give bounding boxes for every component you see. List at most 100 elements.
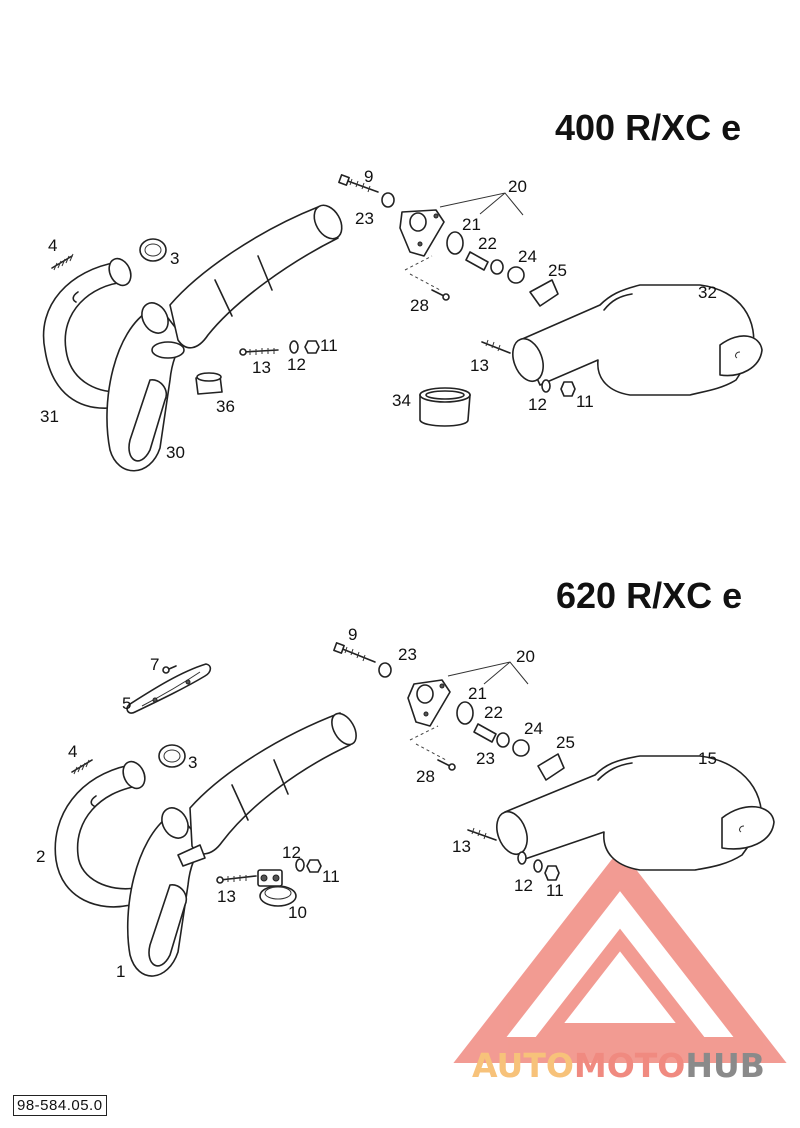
bolt-13-lower-left [216,875,257,884]
label-22-lower: 22 [484,703,503,722]
label-13-lower-left: 13 [217,887,236,906]
label-13-lower-right: 13 [452,837,471,856]
labels-400: 9 20 23 21 22 24 25 4 3 32 28 13 12 11 1… [40,167,717,462]
label-34: 34 [392,391,411,410]
mid-pipe [151,204,343,359]
label-13b: 13 [470,356,489,375]
watermark-text: AUTOMOTOHUB [472,1046,765,1085]
label-11b: 11 [576,392,594,411]
label-1: 1 [116,962,125,981]
label-12: 12 [287,355,306,374]
heat-shield-5 [126,663,212,714]
bracket-lower [407,679,451,727]
bolt-13-lower-right [467,827,497,841]
washer-23-lower [378,662,392,678]
label-22: 22 [478,234,497,253]
washer-23b-lower [496,732,510,748]
label-20-lower: 20 [516,647,535,666]
screw-28-top [431,289,450,301]
rubber-21-top [446,231,464,255]
label-11: 11 [320,336,338,355]
section-title-400: 400 R/XC e [555,107,741,148]
clip-25-top [529,279,559,307]
washer-24-lower [512,739,530,757]
leader-20-top [439,192,524,216]
bolt-9-top [338,174,379,193]
label-2: 2 [36,847,45,866]
label-10: 10 [288,903,307,922]
sleeve-22-top [465,251,489,271]
silencer-15 [496,755,775,871]
label-28: 28 [410,296,429,315]
clip-25-lower [537,753,565,781]
nut-11-right [560,381,576,397]
gasket-3 [139,238,167,262]
label-21-lower: 21 [468,684,487,703]
watermark-moto: MOTO [574,1046,685,1085]
label-21: 21 [462,215,481,234]
gasket-3-lower [158,744,186,768]
label-11-lower: 11 [322,867,340,886]
bolt-13-right [481,339,511,354]
washer-23b-top [490,259,504,275]
label-9-lower: 9 [348,625,357,644]
label-13: 13 [252,358,271,377]
washer-12-lower-left [295,858,305,872]
silencer-32 [512,284,763,396]
label-11b-lower: 11 [546,881,564,900]
leader-20-lower [447,661,529,685]
label-3-lower: 3 [188,753,197,772]
washer-23-top [381,192,395,208]
clamp-10 [257,869,297,907]
label-28-lower: 28 [416,767,435,786]
sleeve-22-lower [473,723,497,743]
label-4: 4 [48,236,57,255]
label-3: 3 [170,249,179,268]
nut-11-lower-right [544,865,560,881]
labels-620: 9 23 20 7 21 22 5 24 25 15 4 3 28 23 13 … [36,625,717,981]
nut-11-left [304,340,320,354]
label-30: 30 [166,443,185,462]
label-23b-lower: 23 [476,749,495,768]
spring-4 [51,253,74,271]
label-25: 25 [548,261,567,280]
label-31: 31 [40,407,59,426]
watermark-hub: HUB [685,1046,765,1085]
label-7: 7 [150,655,159,674]
washer-24-top [507,266,525,284]
document-number: 98-584.05.0 [13,1095,107,1116]
label-20: 20 [508,177,527,196]
screw-28-lower [437,759,456,771]
watermark-auto: AUTO [472,1046,574,1085]
rubber-21-lower [456,701,474,725]
label-4-lower: 4 [68,742,77,761]
label-5: 5 [122,694,131,713]
label-23: 23 [355,209,374,228]
mid-pipe-lower [177,712,357,867]
washer-12b-lower-right [533,859,543,873]
screw-7 [162,665,177,674]
label-23-lower: 23 [398,645,417,664]
washer-12-lower-right [517,851,527,865]
sleeve-36 [195,372,223,395]
bolt-9-lower [333,642,376,663]
label-15: 15 [698,749,717,768]
label-25-lower: 25 [556,733,575,752]
label-9: 9 [364,167,373,186]
label-32: 32 [698,283,717,302]
label-12b-lower: 12 [514,876,533,895]
bracket-top [399,209,445,257]
section-title-620: 620 R/XC e [556,575,742,616]
nut-11-lower-left [306,859,322,873]
watermark-logo [453,848,787,1063]
label-24: 24 [518,247,537,266]
label-36: 36 [216,397,235,416]
label-12b: 12 [528,395,547,414]
label-24-lower: 24 [524,719,543,738]
spring-4-lower [71,759,93,775]
header-pipe-2 [54,760,146,908]
label-12-lower: 12 [282,843,301,862]
washer-12-right [541,379,551,393]
bolt-13-left [239,348,279,356]
